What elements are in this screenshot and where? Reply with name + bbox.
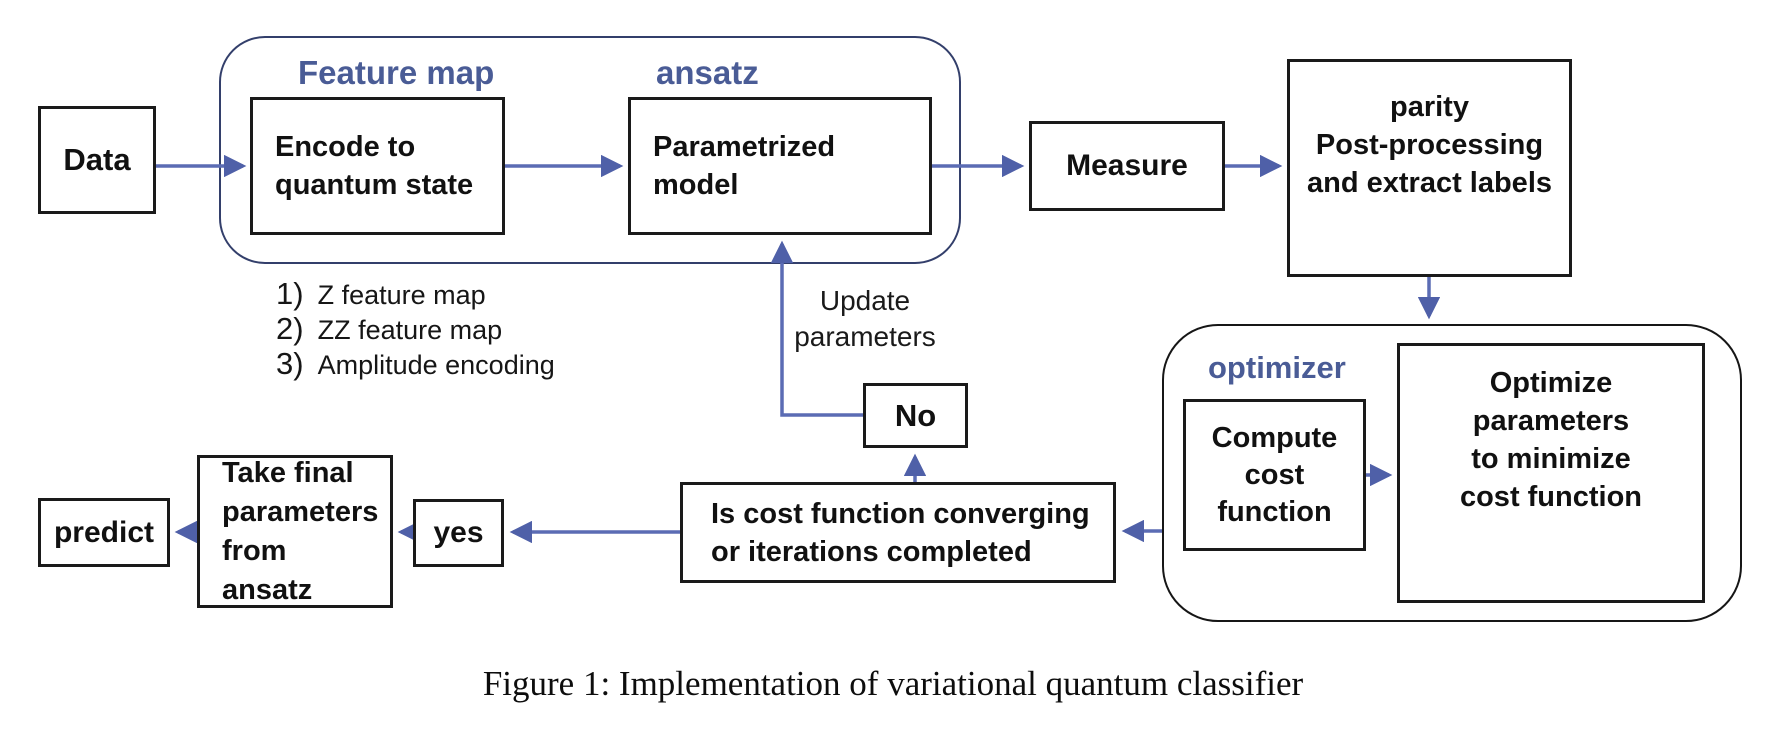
- list-item-number: 3): [276, 346, 304, 381]
- node-predict: predict: [38, 498, 170, 567]
- figure-caption: Figure 1: Implementation of variational …: [482, 664, 1304, 703]
- feature-map-label: Feature map: [298, 54, 495, 91]
- node-parametrized: Parametrized model: [628, 97, 932, 235]
- arrow-no-to-parametrized: [770, 240, 863, 417]
- list-item: 2) ZZ feature map: [276, 311, 555, 346]
- optimizer-label: optimizer: [1208, 350, 1346, 385]
- list-item-text: ZZ feature map: [317, 315, 503, 345]
- update-parameters-annotation: Update parameters: [794, 285, 936, 352]
- node-encode: Encode to quantum state: [250, 97, 505, 235]
- node-parity: parity Post-processing and extract label…: [1287, 59, 1572, 277]
- node-yes: yes: [413, 499, 504, 567]
- list-item-number: 1): [276, 276, 304, 311]
- node-no: No: [863, 383, 968, 448]
- node-compute-cost: Compute cost function: [1183, 399, 1366, 551]
- node-data: Data: [38, 106, 156, 214]
- list-item: 3) Amplitude encoding: [276, 346, 555, 381]
- encoding-options-list: 1) Z feature map 2) ZZ feature map 3) Am…: [276, 276, 555, 381]
- feature-map-ansatz-container: [219, 36, 961, 264]
- optimizer-container: [1162, 324, 1742, 622]
- list-item: 1) Z feature map: [276, 276, 555, 311]
- node-is-cost: Is cost function converging or iteration…: [680, 482, 1116, 583]
- node-measure: Measure: [1029, 121, 1225, 211]
- list-item-number: 2): [276, 311, 304, 346]
- list-item-text: Amplitude encoding: [317, 350, 555, 380]
- node-optimize: Optimize parameters to minimize cost fun…: [1397, 343, 1705, 603]
- node-take-final: Take final parameters from ansatz: [197, 455, 393, 608]
- ansatz-label: ansatz: [656, 54, 759, 91]
- list-item-text: Z feature map: [317, 280, 486, 310]
